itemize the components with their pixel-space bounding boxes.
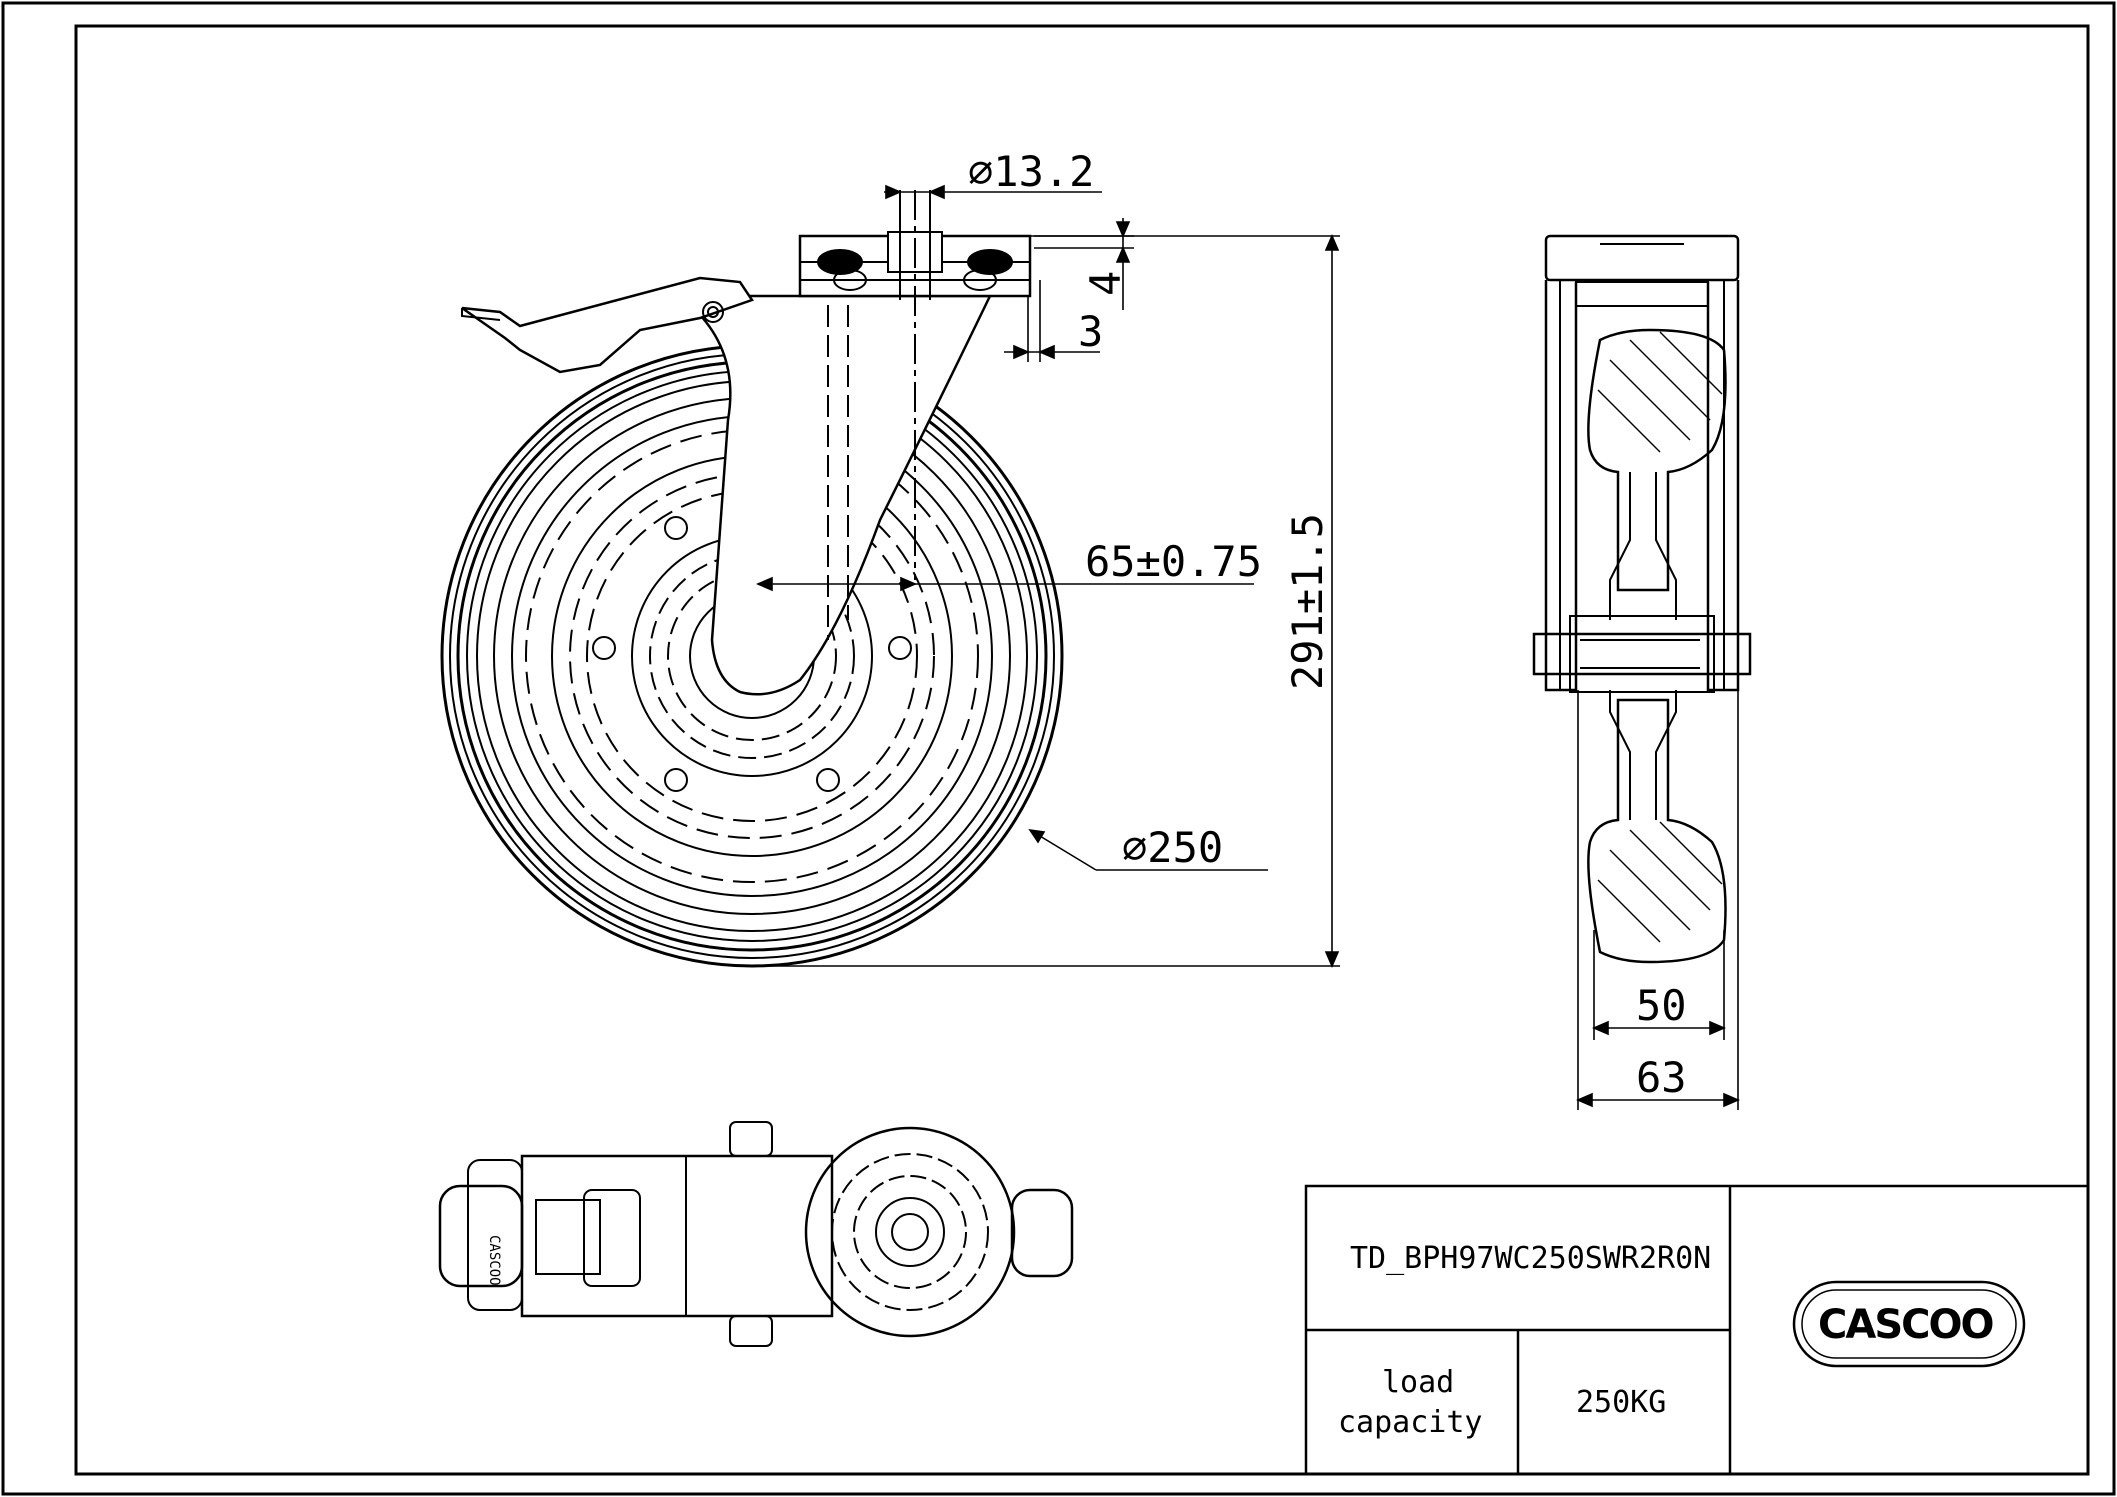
fork-leg — [687, 294, 992, 696]
cascoo-logo: CASCOO — [1792, 1280, 2026, 1368]
title-block — [1304, 1184, 2090, 1476]
dim-offset: 65±0.75 — [1085, 537, 1262, 586]
axle — [1532, 632, 1752, 676]
side-view — [440, 190, 1064, 968]
dim-wheel-diameter: ⌀250 — [1122, 823, 1223, 872]
front-top-plate — [1544, 234, 1740, 282]
dim-plate-thickness-a: 4 — [1081, 271, 1130, 296]
brake-pedal — [461, 276, 754, 374]
dim-plate-thickness-b: 3 — [1078, 307, 1103, 356]
front-fork — [1544, 280, 1740, 692]
dim-fork-width: 63 — [1636, 1053, 1687, 1102]
tyre-hatching — [1597, 331, 1723, 943]
load-label-line1: load — [1382, 1365, 1454, 1400]
dim-tread-width: 50 — [1636, 981, 1687, 1030]
brake-pivot — [702, 301, 724, 323]
load-label-line2: capacity — [1338, 1405, 1483, 1440]
logo-text: CASCOO — [1818, 1302, 1992, 1348]
top-view: CASCOO — [438, 1121, 1074, 1347]
side-view-dimensions — [752, 184, 1340, 969]
dim-total-height: 291±1.5 — [1283, 513, 1332, 690]
front-view — [1532, 234, 1752, 964]
top-view-logo: CASCOO — [486, 1235, 502, 1286]
load-value: 250KG — [1576, 1385, 1666, 1420]
dim-stem-diameter: ⌀13.2 — [968, 147, 1094, 196]
part-number: TD_BPH97WC250SWR2R0N — [1350, 1241, 1711, 1276]
inner-frame — [74, 24, 2090, 1476]
tyre-section-top — [1587, 328, 1727, 592]
tyre-section-bottom — [1587, 698, 1727, 964]
front-view-dimensions — [1575, 690, 1741, 1110]
